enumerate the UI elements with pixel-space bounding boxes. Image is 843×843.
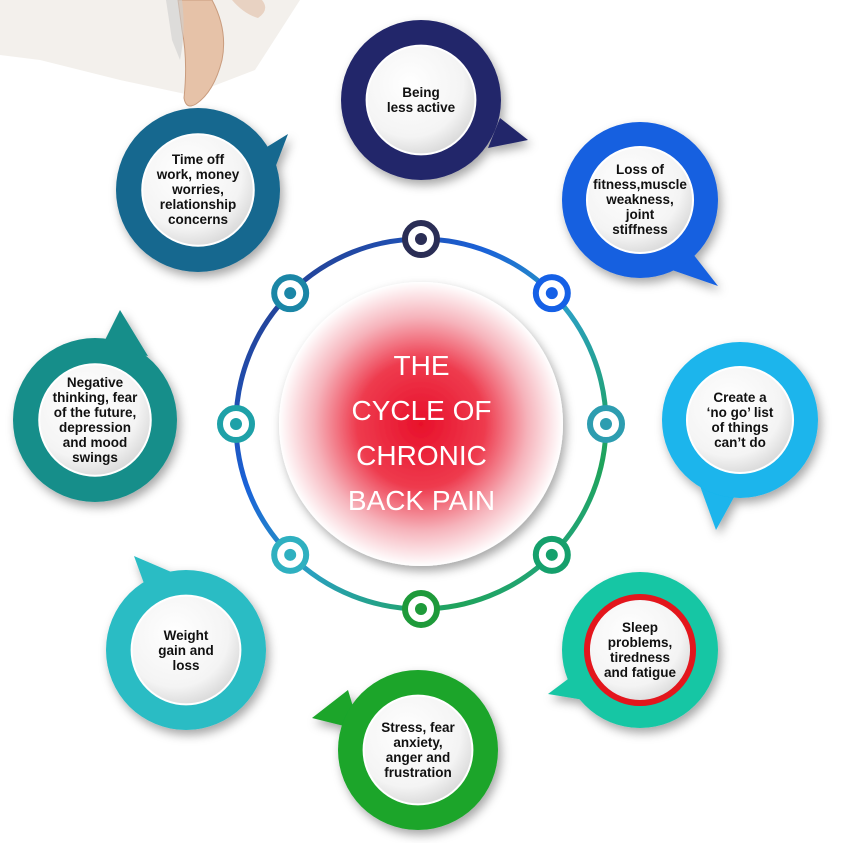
node-label-line: gain and bbox=[158, 642, 214, 658]
node-label-line: relationship bbox=[159, 197, 237, 213]
node-label-line: Time off bbox=[171, 152, 225, 168]
node-label-line: loss bbox=[172, 657, 200, 673]
cycle-node-7 bbox=[13, 310, 177, 502]
ring-marker-icon bbox=[271, 274, 310, 313]
center-title-line-3: CHRONIC bbox=[356, 440, 487, 471]
center-title-line-4: BACK PAIN bbox=[347, 485, 496, 516]
center-disc bbox=[279, 282, 563, 566]
node-label-line: ‘no go’ list bbox=[706, 404, 774, 420]
node-inner-disc bbox=[365, 44, 477, 156]
node-label-line: problems, bbox=[607, 634, 673, 650]
ring-marker-icon bbox=[532, 535, 571, 574]
cycle-node-5 bbox=[312, 670, 498, 830]
node-inner-disc bbox=[141, 133, 255, 247]
ring-marker-icon bbox=[587, 405, 625, 443]
node-label-line: joint bbox=[625, 207, 655, 223]
ring-marker-icon bbox=[402, 220, 440, 258]
node-label-line: less active bbox=[386, 100, 456, 115]
node-label-line: Weight bbox=[163, 627, 209, 643]
center-title-line-1: THE bbox=[393, 350, 450, 381]
node-label-line: of things bbox=[711, 419, 769, 435]
foot-photo bbox=[0, 0, 300, 107]
center-title-line-2: CYCLE OF bbox=[351, 395, 492, 426]
node-label-line: Sleep bbox=[621, 619, 658, 635]
node-label-line: anxiety, bbox=[393, 735, 443, 750]
node-label-line: stiffness bbox=[612, 222, 668, 238]
node-label-line: work, money bbox=[156, 167, 240, 183]
node-label-line: swings bbox=[72, 449, 118, 465]
node-label-line: of the future, bbox=[53, 404, 137, 420]
node-label-line: weakness, bbox=[606, 192, 674, 208]
node-label-line: Negative bbox=[66, 374, 124, 390]
cycle-node-8 bbox=[116, 108, 288, 272]
node-label-line: and fatigue bbox=[603, 664, 676, 680]
center-title: THE CYCLE OF CHRONIC BACK PAIN bbox=[300, 318, 543, 548]
node-label-line: and mood bbox=[62, 434, 128, 450]
node-label-line: tiredness bbox=[609, 649, 670, 665]
node-label-line: Being bbox=[402, 85, 440, 100]
node-label-line: can’t do bbox=[714, 434, 766, 450]
node-inner-disc bbox=[583, 593, 697, 707]
ring-marker-icon bbox=[402, 590, 440, 628]
node-inner-disc bbox=[130, 594, 242, 706]
node-label-line: worries, bbox=[172, 182, 224, 198]
node-label-line: frustration bbox=[384, 765, 452, 780]
cycle-node-4 bbox=[548, 572, 718, 728]
node-label-line: concerns bbox=[167, 212, 228, 228]
ring-marker-icon bbox=[271, 535, 310, 574]
node-inner-disc bbox=[585, 145, 695, 255]
node-label-line: Create a bbox=[713, 389, 767, 405]
node-label-line: anger and bbox=[385, 750, 451, 765]
node-label-line: Stress, fear bbox=[381, 720, 455, 735]
cycle-node-1 bbox=[341, 20, 528, 180]
node-label-line: thinking, fear bbox=[52, 389, 138, 405]
node-label-line: Loss of bbox=[615, 162, 664, 178]
node-inner-disc bbox=[38, 363, 152, 477]
ring-marker-icon bbox=[217, 405, 255, 443]
node-inner-disc bbox=[685, 365, 795, 475]
cycle-node-6 bbox=[106, 556, 266, 730]
speech-bubble-tail-icon bbox=[488, 118, 528, 148]
cycle-node-3 bbox=[662, 342, 818, 530]
node-label-line: fitness,muscle bbox=[593, 177, 687, 193]
cycle-node-2 bbox=[562, 122, 718, 286]
ring-marker-icon bbox=[532, 274, 571, 313]
node-label-line: depression bbox=[58, 419, 131, 435]
node-inner-disc bbox=[362, 694, 474, 806]
